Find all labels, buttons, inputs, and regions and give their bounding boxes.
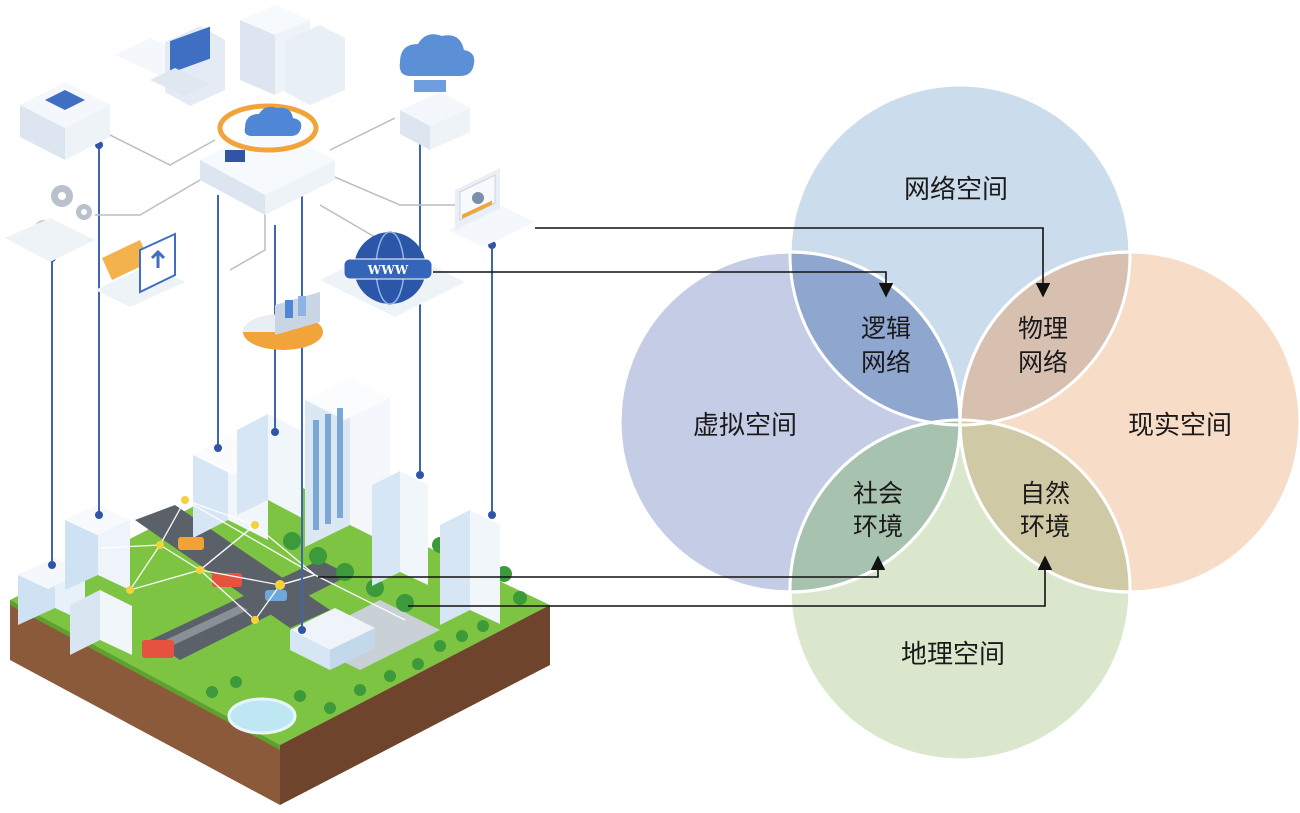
city-nodes (126, 496, 285, 624)
server-monitor (115, 26, 225, 106)
label-logical-network-line2: 网络 (861, 348, 911, 377)
server-stack-top (240, 5, 345, 105)
label-social-environment-line2: 环境 (853, 512, 903, 541)
arrow-city-to-natural-environment (408, 555, 1053, 607)
label-physical-network-line1: 物理 (1018, 314, 1068, 343)
venn-diagram (618, 83, 1300, 762)
smart-city-illustration: WWW (5, 5, 550, 805)
cloud-server-right (399, 34, 475, 150)
label-logical-network-line1: 逻辑 (861, 314, 911, 343)
arrow-laptop-to-physical-network (535, 227, 1051, 298)
label-natural-environment-line1: 自然 (1020, 479, 1070, 508)
folder-icon (95, 232, 185, 307)
label-geo-space: 地理空间 (901, 640, 1005, 670)
trees (206, 532, 527, 714)
pie-chart-icon (243, 292, 323, 350)
label-real-space: 现实空间 (1128, 411, 1232, 441)
cloud-hub-center (200, 103, 335, 215)
label-physical-network-line2: 网络 (1018, 348, 1068, 377)
label-natural-environment-line2: 环境 (1020, 512, 1070, 541)
server-rack-left (20, 82, 110, 160)
www-label: WWW (367, 263, 409, 277)
arrow-www-to-logical-network (433, 271, 894, 298)
connector-arrows (318, 227, 1053, 607)
label-social-environment-line1: 社会 (853, 479, 903, 508)
laptop-device (448, 168, 535, 247)
gears (5, 185, 95, 262)
label-cyber-space: 网络空间 (904, 175, 1008, 205)
www-globe-icon: WWW (320, 231, 465, 317)
label-virtual-space: 虚拟空间 (693, 411, 797, 441)
venn-labels: 网络空间 虚拟空间 现实空间 地理空间 逻辑 网络 物理 网络 社会 环境 自然… (693, 175, 1232, 670)
arrow-city-to-social-environment (318, 555, 886, 578)
